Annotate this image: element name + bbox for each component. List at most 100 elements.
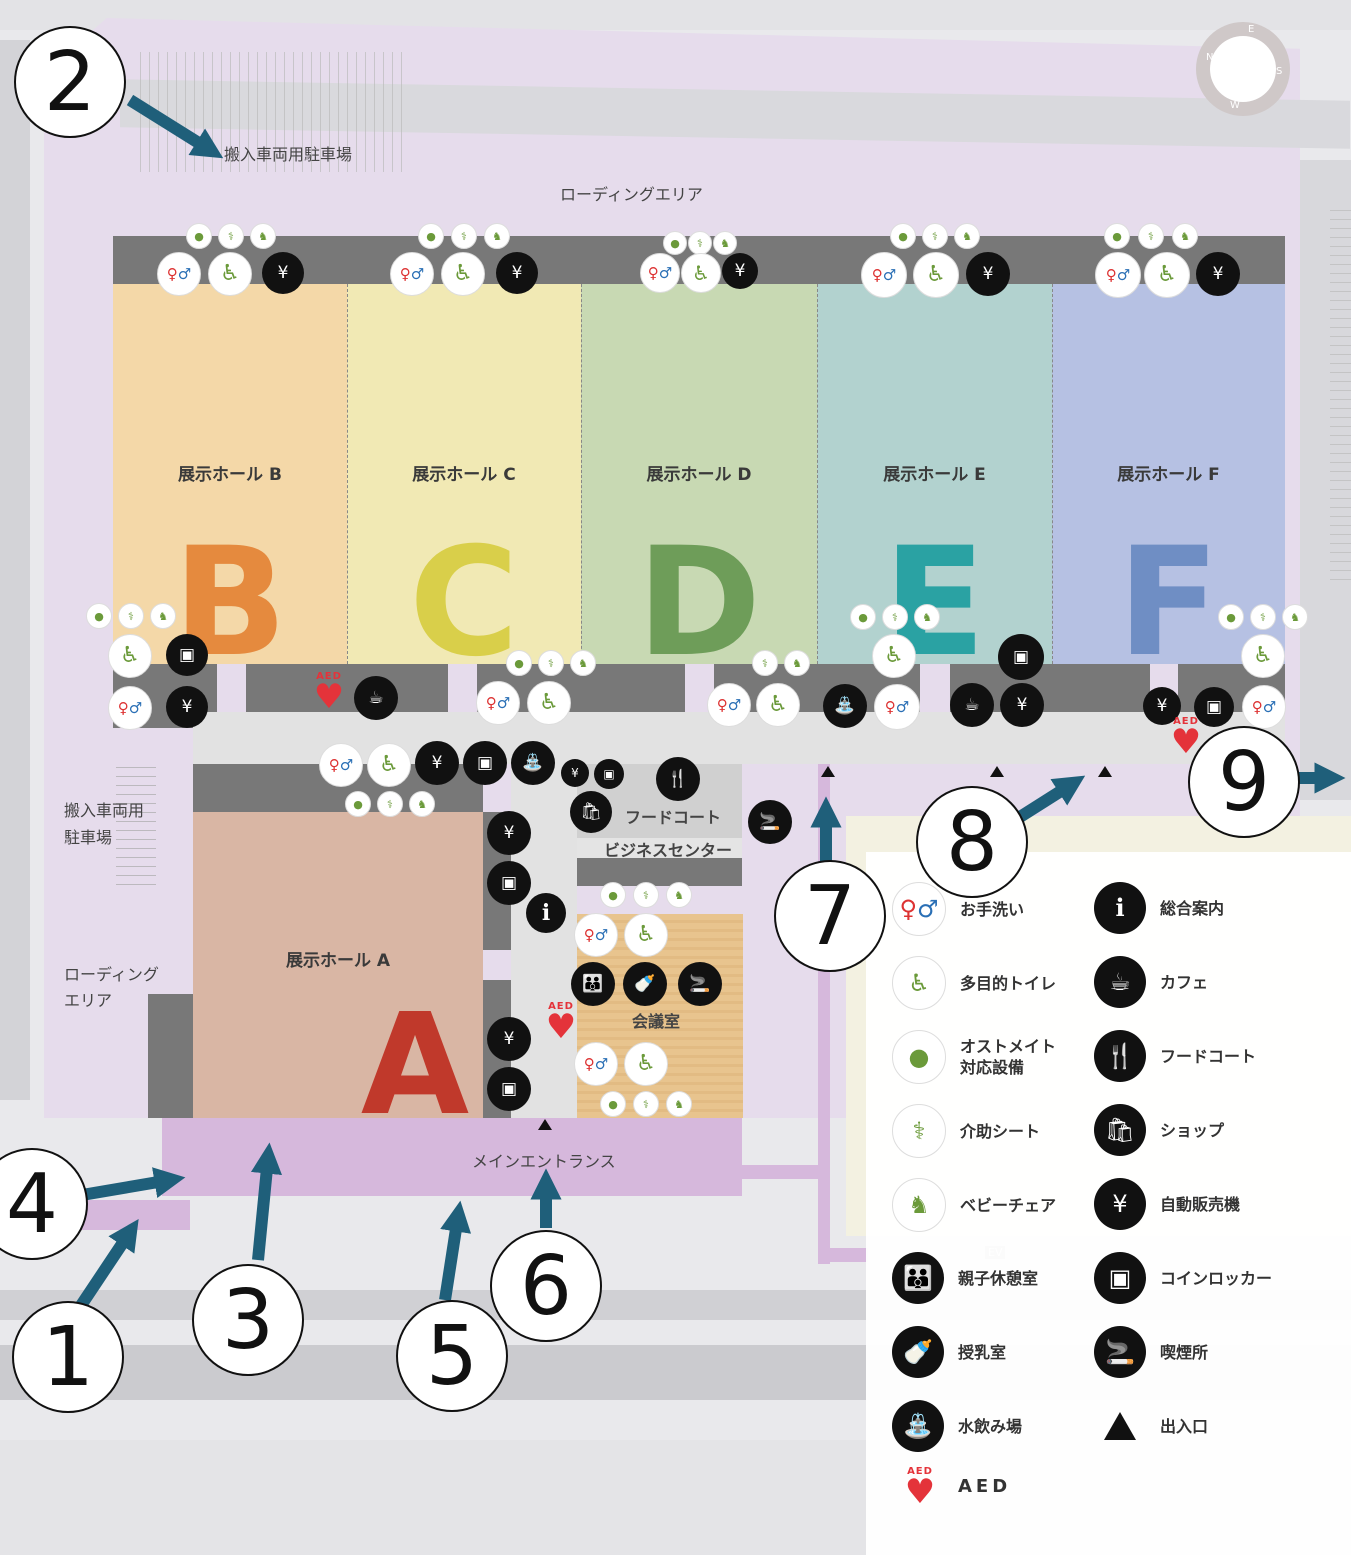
parking-stripes-left bbox=[116, 765, 156, 885]
restroom-icon: ♀♂ bbox=[861, 252, 907, 298]
locker-icon: ▣ bbox=[594, 759, 624, 789]
vending-icon: ¥ bbox=[496, 252, 538, 294]
cafe-icon: ☕ bbox=[950, 683, 994, 727]
care-sheet-icon: ⚕ bbox=[882, 604, 908, 630]
hall-b[interactable] bbox=[113, 284, 347, 664]
truck-parking-left-label: 搬入車両用 bbox=[64, 801, 145, 820]
marker-9[interactable]: 9 bbox=[1188, 726, 1300, 838]
vending-icon: ¥ bbox=[166, 686, 208, 728]
marker-8[interactable]: 8 bbox=[916, 786, 1028, 898]
shop-icon: 🛍 bbox=[1094, 1104, 1146, 1156]
wheelchair-icon: ♿ bbox=[892, 956, 946, 1010]
baby-chair-icon: ♞ bbox=[914, 604, 940, 630]
hall-divider bbox=[581, 284, 582, 664]
marker-3[interactable]: 3 bbox=[192, 1264, 304, 1376]
legend-cafe: ☕カフェ bbox=[1094, 956, 1208, 1008]
ostomate-icon: ● bbox=[600, 882, 626, 908]
locker-icon: ▣ bbox=[1194, 687, 1234, 727]
marker-4[interactable]: 4 bbox=[0, 1148, 88, 1260]
locker-icon: ▣ bbox=[166, 634, 208, 676]
legend-aed: AED♥AED bbox=[896, 1466, 1011, 1512]
hall-a-name: 展示ホール A bbox=[285, 951, 391, 971]
business-center-room[interactable] bbox=[577, 838, 742, 858]
marker-6[interactable]: 6 bbox=[490, 1230, 602, 1342]
ostomate-icon: ● bbox=[892, 1030, 946, 1084]
nursing-icon: 🍼 bbox=[892, 1326, 944, 1378]
arrow-8 bbox=[1008, 775, 1086, 828]
restroom-icon: ♀♂ bbox=[390, 252, 434, 296]
meeting-room-label: 会議室 bbox=[632, 1012, 681, 1031]
ostomate-icon: ● bbox=[186, 223, 212, 249]
wheelchair-icon: ♿ bbox=[527, 681, 571, 725]
smoking-icon: 🚬 bbox=[1094, 1326, 1146, 1378]
ostomate-icon: ● bbox=[418, 223, 444, 249]
hall-a-letter: A bbox=[360, 984, 470, 1147]
info-icon: i bbox=[1094, 882, 1146, 934]
baby-chair-icon: ♞ bbox=[892, 1178, 946, 1232]
marker-7[interactable]: 7 bbox=[774, 860, 886, 972]
marker-1[interactable]: 1 bbox=[12, 1301, 124, 1413]
restroom-icon: ♀♂ bbox=[319, 743, 363, 787]
cafe-icon: ☕ bbox=[1094, 956, 1146, 1008]
vending-icon: ¥ bbox=[561, 759, 589, 787]
baby-chair-icon: ♞ bbox=[250, 223, 276, 249]
ostomate-icon: ● bbox=[86, 603, 112, 629]
hall-b-name: 展示ホール B bbox=[178, 465, 282, 485]
legend-ostomate: ●オストメイト対応設備 bbox=[892, 1030, 1056, 1084]
hall-c-name: 展示ホール C bbox=[412, 465, 516, 485]
marker-2[interactable]: 2 bbox=[14, 26, 126, 138]
hall-e[interactable] bbox=[817, 284, 1052, 664]
legend-coin-locker: ▣コインロッカー bbox=[1094, 1252, 1272, 1304]
restroom-icon: ♀♂ bbox=[892, 882, 946, 936]
vending-icon: ¥ bbox=[1094, 1178, 1146, 1230]
food-court-icon: 🍴 bbox=[1094, 1030, 1146, 1082]
ostomate-icon: ● bbox=[1104, 223, 1130, 249]
care-sheet-icon: ⚕ bbox=[688, 231, 712, 255]
hall-e-name: 展示ホール E bbox=[883, 465, 986, 485]
hall-c-letter: C bbox=[408, 516, 520, 690]
baby-chair-icon: ♞ bbox=[409, 791, 435, 817]
wheelchair-icon: ♿ bbox=[624, 913, 668, 957]
ostomate-icon: ● bbox=[850, 604, 876, 630]
vending-icon: ¥ bbox=[1196, 252, 1240, 296]
legend-parent-child: 👪親子休憩室 bbox=[892, 1252, 1038, 1304]
parent-child-icon: 👪 bbox=[571, 962, 615, 1006]
main-entrance-label: メインエントランス bbox=[472, 1152, 616, 1171]
baby-chair-icon: ♞ bbox=[784, 650, 810, 676]
hall-d-letter: D bbox=[636, 516, 762, 690]
care-sheet-icon: ⚕ bbox=[633, 1091, 659, 1117]
cafe-icon: ☕ bbox=[354, 676, 398, 720]
road-left bbox=[0, 40, 30, 1100]
entrance-icon bbox=[1094, 1400, 1146, 1452]
compass: N E S W bbox=[1196, 22, 1290, 116]
restroom-icon: ♀♂ bbox=[874, 684, 920, 730]
food-court-icon: 🍴 bbox=[656, 757, 700, 801]
aed-icon: AED♥ bbox=[904, 1466, 936, 1512]
care-sheet-icon: ⚕ bbox=[218, 223, 244, 249]
marker-5[interactable]: 5 bbox=[396, 1300, 508, 1412]
baby-chair-icon: ♞ bbox=[666, 1091, 692, 1117]
business-center-bar bbox=[577, 858, 742, 886]
entrance-icon bbox=[990, 766, 1004, 777]
compass-w: W bbox=[1230, 100, 1240, 111]
hall-c[interactable] bbox=[347, 284, 581, 664]
legend-multipurpose-toilet: ♿多目的トイレ bbox=[892, 956, 1056, 1010]
ostomate-icon: ● bbox=[1218, 604, 1244, 630]
business-center-label: ビジネスセンター bbox=[604, 841, 733, 860]
arrow-1 bbox=[73, 1219, 139, 1314]
entrance-icon bbox=[538, 1119, 552, 1130]
vending-icon: ¥ bbox=[415, 741, 459, 785]
vending-icon: ¥ bbox=[487, 1017, 531, 1061]
legend-food-court: 🍴フードコート bbox=[1094, 1030, 1256, 1082]
hall-d[interactable] bbox=[581, 284, 817, 664]
baby-chair-icon: ♞ bbox=[150, 603, 176, 629]
restroom-icon: ♀♂ bbox=[574, 1042, 618, 1086]
hall-a[interactable] bbox=[193, 812, 483, 1118]
legend-vending: ¥自動販売機 bbox=[1094, 1178, 1240, 1230]
loading-area-top-label: ローディングエリア bbox=[560, 185, 703, 204]
care-sheet-icon: ⚕ bbox=[922, 223, 948, 249]
hall-d-name: 展示ホール D bbox=[646, 465, 752, 485]
hall-f[interactable] bbox=[1052, 284, 1285, 664]
vending-icon: ¥ bbox=[1143, 687, 1181, 725]
compass-e: E bbox=[1248, 24, 1255, 35]
